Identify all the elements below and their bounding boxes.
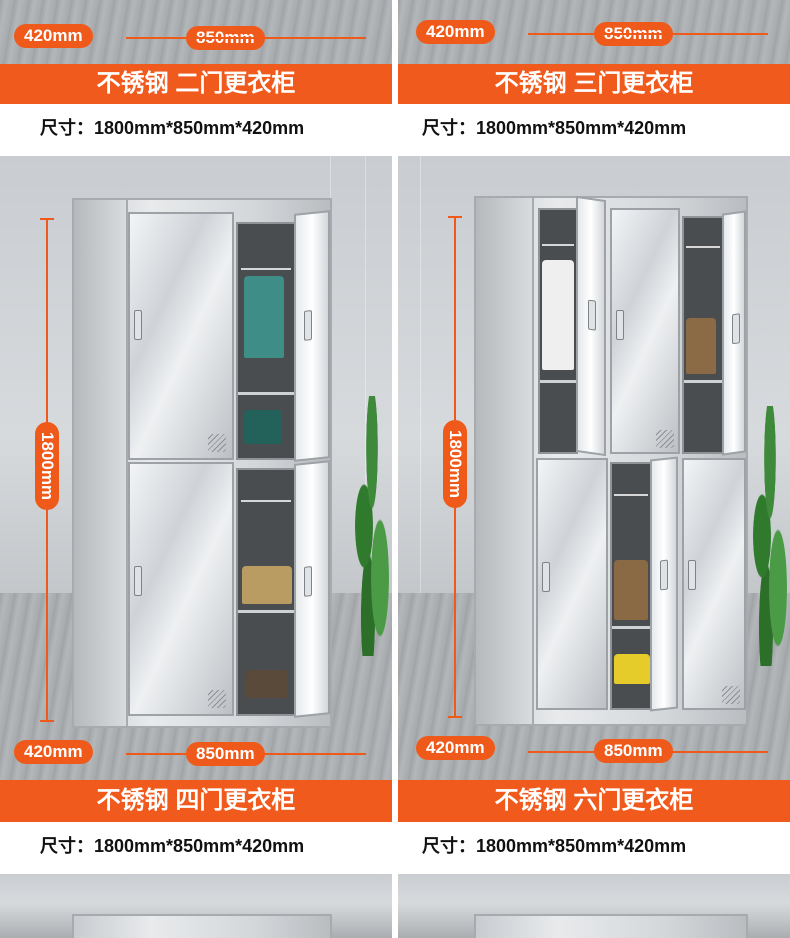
next-product-photo-right: [398, 874, 790, 938]
width-dimension-label: 850mm: [594, 739, 673, 763]
product-title: 不锈钢 二门更衣柜: [96, 70, 296, 97]
locker-door-open: [294, 210, 330, 462]
locker-door: [128, 462, 234, 716]
locker-door: [536, 458, 608, 710]
locker-compartment: [236, 468, 296, 716]
height-dimension-label: 1800mm: [35, 422, 59, 511]
locker-compartment: [682, 216, 724, 454]
width-dimension-label: 850mm: [186, 742, 265, 766]
depth-dimension-label: 420mm: [14, 740, 93, 764]
product-title-bar: 不锈钢 四门更衣柜: [0, 780, 392, 822]
product-size-spec: 尺寸：1800mm*850mm*420mm: [398, 822, 790, 870]
size-spec-text: 尺寸：1800mm*850mm*420mm: [40, 118, 305, 138]
locker-door: [610, 208, 680, 454]
depth-dimension-label: 420mm: [416, 736, 495, 760]
locker-door-open: [722, 210, 746, 456]
folded-clothes: [242, 566, 292, 604]
hanging-shirt: [542, 260, 574, 370]
product-title-bar: 不锈钢 二门更衣柜: [0, 64, 392, 104]
shoes: [246, 670, 288, 698]
product-title-bar: 不锈钢 三门更衣柜: [398, 64, 790, 104]
six-door-locker-photo: 1800mm 420mm 850mm: [398, 156, 790, 780]
locker-door-open: [650, 456, 678, 712]
depth-dimension-label: 420mm: [416, 20, 495, 44]
width-dimension-line: [126, 37, 366, 39]
product-title-bar: 不锈钢 六门更衣柜: [398, 780, 790, 822]
width-dimension-line: [528, 33, 768, 35]
locker-door: [682, 458, 746, 710]
height-dimension-label: 1800mm: [443, 420, 467, 509]
plant-image: [750, 406, 790, 666]
locker-door: [128, 212, 234, 460]
shopping-bag: [614, 560, 648, 620]
product-size-spec: 尺寸：1800mm*850mm*420mm: [0, 822, 392, 870]
plant-image: [352, 396, 392, 656]
locker-door-open: [576, 195, 606, 457]
locker-compartment: [236, 222, 296, 460]
yellow-box: [614, 654, 650, 684]
size-spec-text: 尺寸：1800mm*850mm*420mm: [422, 118, 687, 138]
locker-compartment: [538, 208, 578, 454]
next-product-photo-left: [0, 874, 392, 938]
size-spec-text: 尺寸：1800mm*850mm*420mm: [422, 836, 687, 856]
hanging-top: [244, 276, 284, 358]
top-right-product-photo: 420mm 850mm: [398, 0, 790, 64]
locker-compartment: [610, 462, 652, 710]
product-size-spec: 尺寸：1800mm*850mm*420mm: [0, 104, 392, 152]
product-title: 不锈钢 四门更衣柜: [96, 787, 296, 814]
product-size-spec: 尺寸：1800mm*850mm*420mm: [398, 104, 790, 152]
size-spec-text: 尺寸：1800mm*850mm*420mm: [40, 836, 305, 856]
handbag: [244, 410, 282, 444]
product-title: 不锈钢 六门更衣柜: [494, 787, 694, 814]
locker-door-open: [294, 460, 330, 718]
depth-dimension-label: 420mm: [14, 24, 93, 48]
product-title: 不锈钢 三门更衣柜: [494, 70, 694, 97]
top-left-product-photo: 420mm 850mm: [0, 0, 392, 64]
four-door-locker-photo: 1800mm 420mm 850mm: [0, 156, 392, 780]
handbag: [686, 318, 716, 374]
